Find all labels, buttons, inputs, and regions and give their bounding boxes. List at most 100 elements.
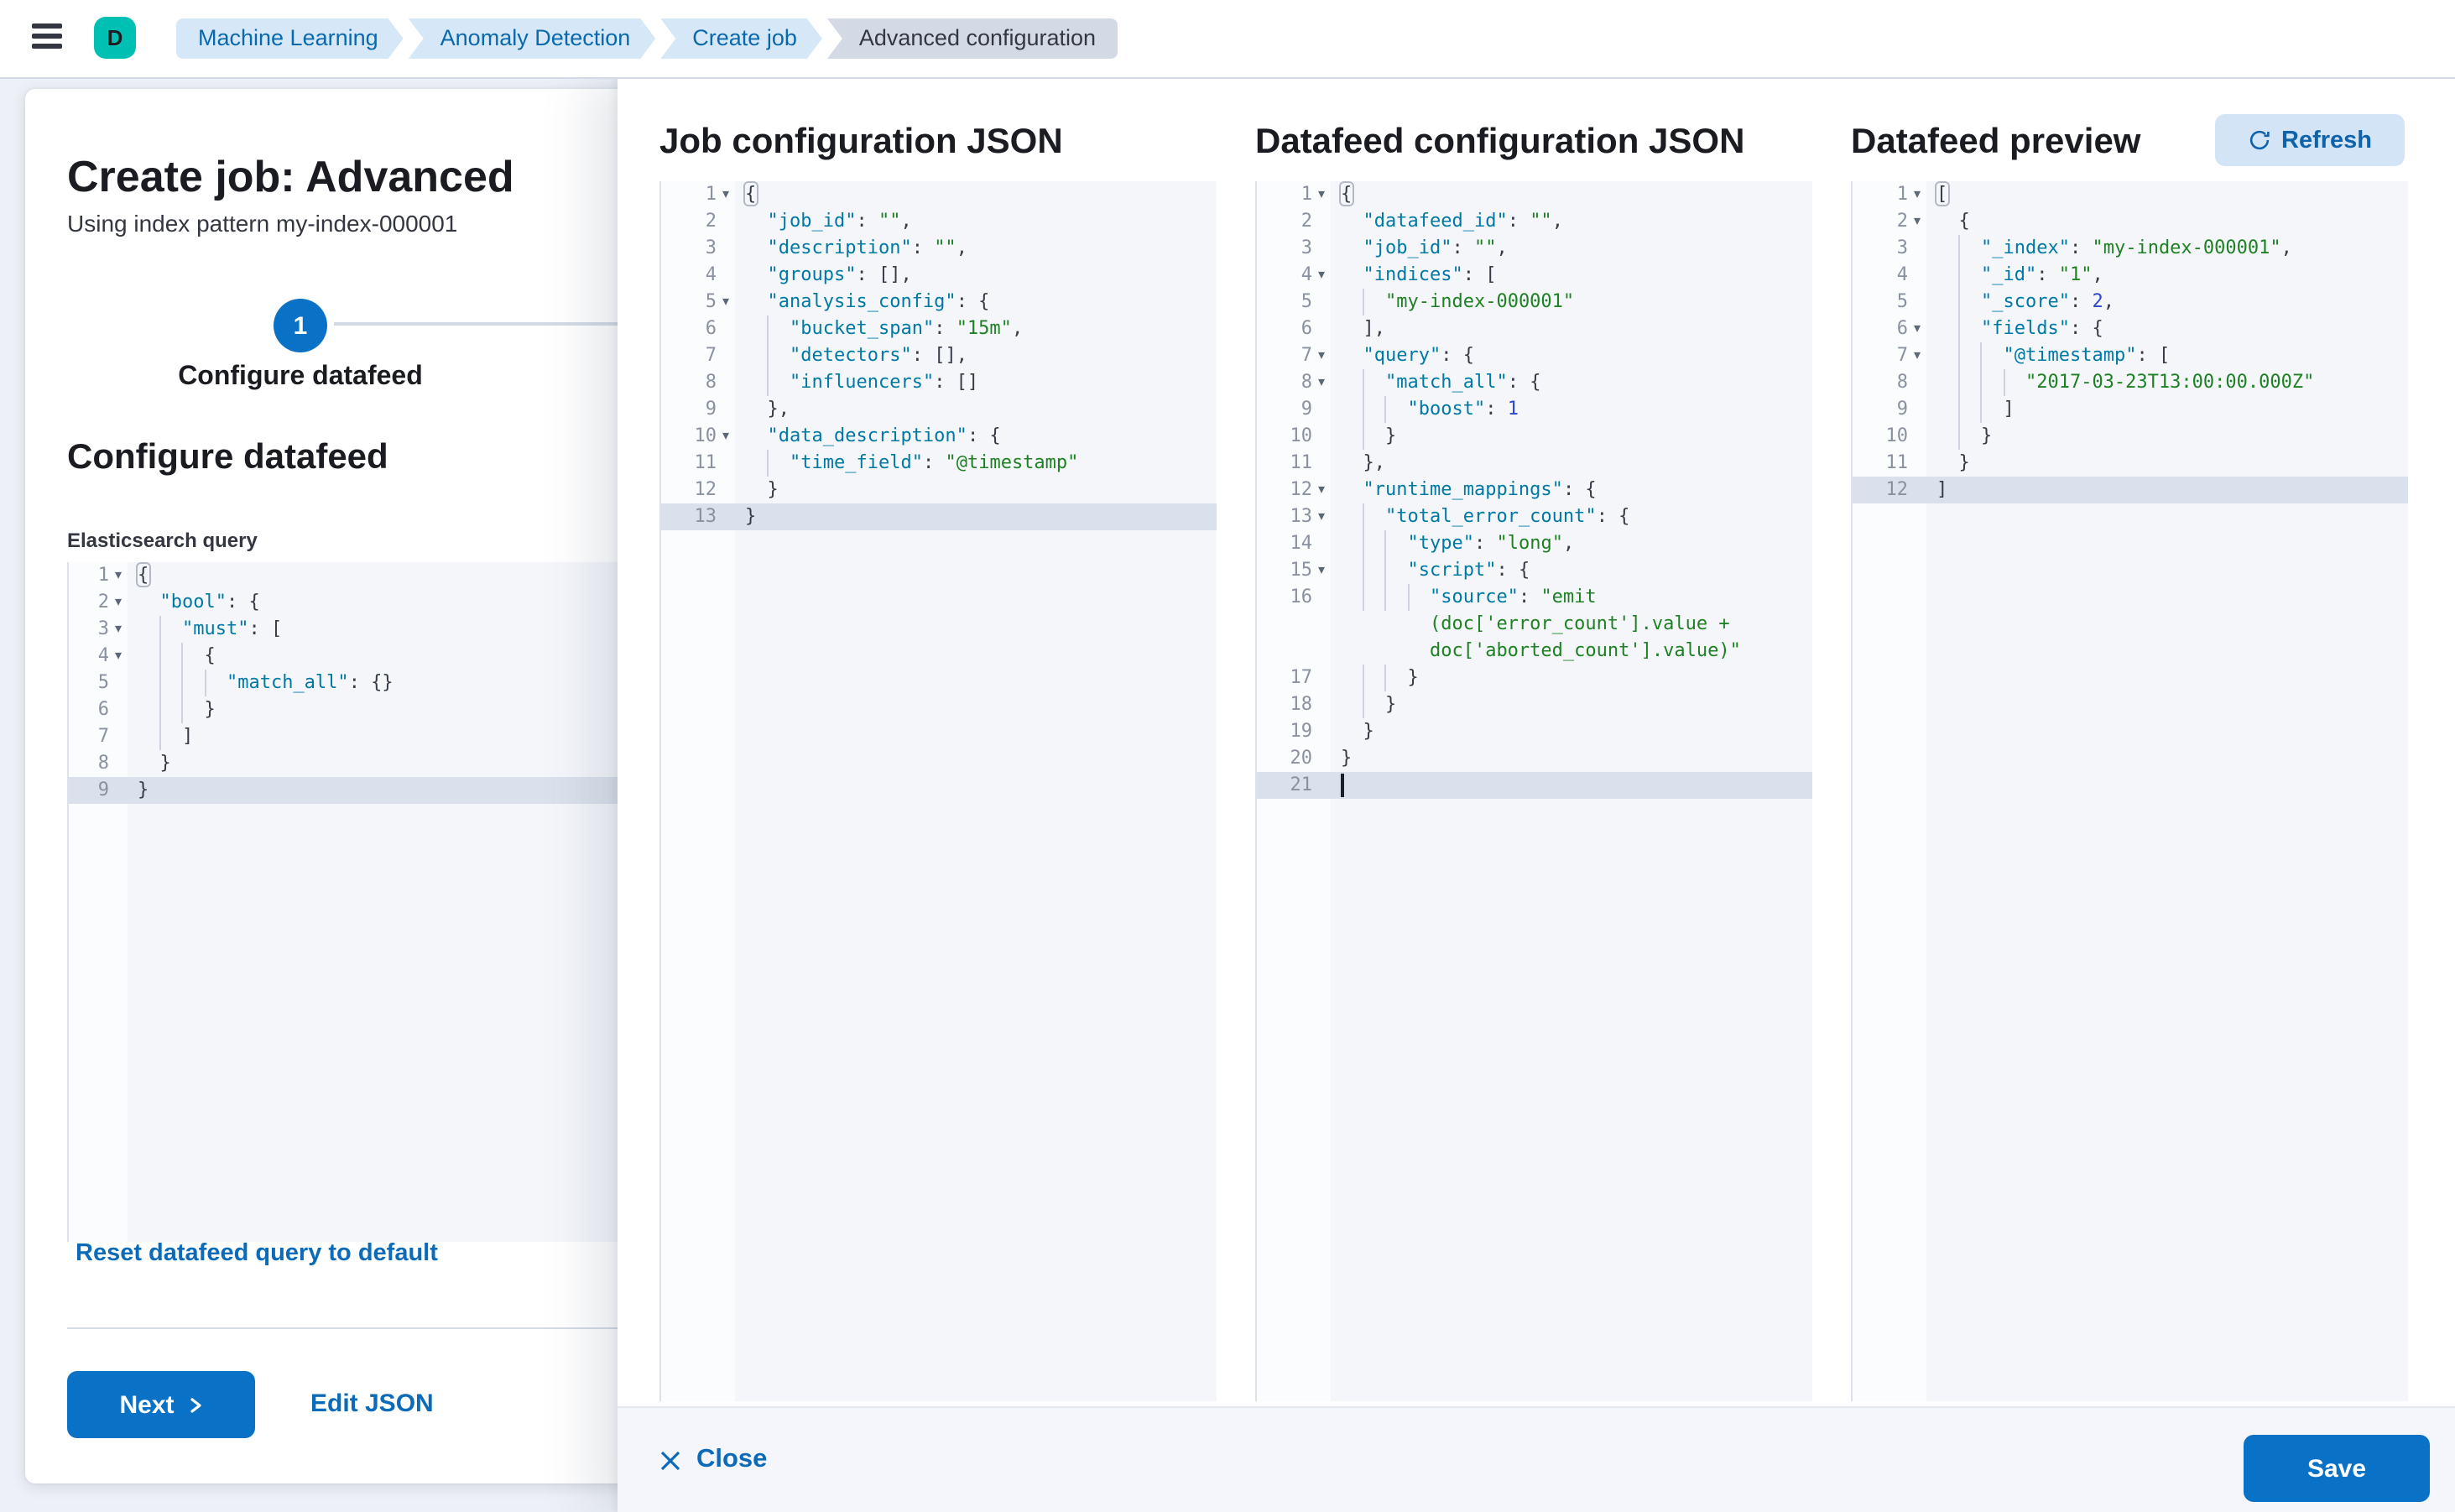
code-row: 3 "job_id": "", <box>1257 235 1812 262</box>
save-button-label: Save <box>2307 1454 2366 1483</box>
code-row: 2▾ { <box>1853 208 2408 235</box>
fold-toggle-icon[interactable]: ▾ <box>1312 557 1331 584</box>
code-row: 19 } <box>1257 718 1812 745</box>
code-row: 10 } <box>1257 423 1812 450</box>
code-row: 1▾{ <box>69 562 631 589</box>
fold-toggle-icon[interactable]: ▾ <box>1908 342 1926 369</box>
code-row: 2▾ "bool": { <box>69 589 631 616</box>
breadcrumb-item[interactable]: Machine Learning <box>176 18 404 59</box>
next-button[interactable]: Next <box>67 1371 255 1438</box>
step-1-indicator[interactable]: 1 <box>274 299 327 352</box>
reset-datafeed-query-link[interactable]: Reset datafeed query to default <box>76 1240 438 1267</box>
fold-toggle-icon[interactable]: ▾ <box>717 289 735 315</box>
fold-toggle-icon[interactable]: ▾ <box>109 589 128 616</box>
section-heading: Configure datafeed <box>67 438 388 478</box>
code-row: 6 } <box>69 696 631 723</box>
code-row: 3 "description": "", <box>661 235 1217 262</box>
code-row: 1▾[ <box>1853 181 2408 208</box>
breadcrumb-item[interactable]: Create job <box>660 18 822 59</box>
breadcrumb-item: Advanced configuration <box>827 18 1118 59</box>
next-button-label: Next <box>119 1390 174 1419</box>
code-row: 1▾{ <box>661 181 1217 208</box>
flyout-footer: Close Save <box>618 1406 2455 1512</box>
chevron-right-icon <box>188 1397 203 1412</box>
code-row: 3 "_index": "my-index-000001", <box>1853 235 2408 262</box>
close-button-label: Close <box>696 1445 767 1475</box>
code-row: 21 <box>1257 772 1812 799</box>
code-row: doc['aborted_count'].value)" <box>1257 638 1812 665</box>
code-row: 17 } <box>1257 665 1812 691</box>
text-cursor <box>1341 774 1344 797</box>
code-row: 18 } <box>1257 691 1812 718</box>
code-row: 1▾{ <box>1257 181 1812 208</box>
fold-toggle-icon[interactable]: ▾ <box>109 643 128 670</box>
job-config-heading: Job configuration JSON <box>659 123 1063 163</box>
code-row: 9 "boost": 1 <box>1257 396 1812 423</box>
fold-toggle-icon[interactable]: ▾ <box>1312 262 1331 289</box>
code-row: 8▾ "match_all": { <box>1257 369 1812 396</box>
hamburger-menu-icon[interactable] <box>32 23 62 49</box>
code-row: 4 "groups": [], <box>661 262 1217 289</box>
elasticsearch-query-label: Elasticsearch query <box>67 529 258 552</box>
refresh-button[interactable]: Refresh <box>2215 114 2405 166</box>
fold-toggle-icon[interactable]: ▾ <box>1312 477 1331 503</box>
datafeed-preview-editor[interactable]: 1▾[2▾ {3 "_index": "my-index-000001",4 "… <box>1851 181 2408 1401</box>
code-row: 8 "2017-03-23T13:00:00.000Z" <box>1853 369 2408 396</box>
fold-toggle-icon[interactable]: ▾ <box>717 181 735 208</box>
code-row: 12 } <box>661 477 1217 503</box>
page-title: Create job: Advanced <box>67 149 514 203</box>
code-row: (doc['error_count'].value + <box>1257 611 1812 638</box>
create-job-wizard-card: Create job: Advanced Using index pattern… <box>25 89 628 1483</box>
fold-toggle-icon[interactable]: ▾ <box>1312 181 1331 208</box>
refresh-icon <box>2248 129 2270 151</box>
code-row: 9} <box>69 777 631 804</box>
code-row: 7 "detectors": [], <box>661 342 1217 369</box>
code-row: 8 "influencers": [] <box>661 369 1217 396</box>
fold-toggle-icon[interactable]: ▾ <box>109 616 128 643</box>
code-row: 4 "_id": "1", <box>1853 262 2408 289</box>
code-row: 5▾ "analysis_config": { <box>661 289 1217 315</box>
code-row: 3▾ "must": [ <box>69 616 631 643</box>
code-row: 7 ] <box>69 723 631 750</box>
breadcrumb: Machine LearningAnomaly DetectionCreate … <box>176 18 1123 59</box>
space-avatar[interactable]: D <box>94 17 136 59</box>
code-row: 8 } <box>69 750 631 777</box>
code-row: 16 "source": "emit <box>1257 584 1812 611</box>
datafeed-config-editor[interactable]: 1▾{2 "datafeed_id": "",3 "job_id": "",4▾… <box>1255 181 1812 1401</box>
fold-toggle-icon[interactable]: ▾ <box>1908 181 1926 208</box>
code-row: 6 ], <box>1257 315 1812 342</box>
code-row: 5 "my-index-000001" <box>1257 289 1812 315</box>
step-1-label: Configure datafeed <box>126 362 475 393</box>
index-pattern-subtitle: Using index pattern my-index-000001 <box>67 210 457 237</box>
code-row: 4▾ "indices": [ <box>1257 262 1812 289</box>
code-row: 13} <box>661 503 1217 530</box>
code-row: 11 } <box>1853 450 2408 477</box>
code-row: 2 "job_id": "", <box>661 208 1217 235</box>
code-row: 11 }, <box>1257 450 1812 477</box>
code-row: 20} <box>1257 745 1812 772</box>
save-button[interactable]: Save <box>2244 1435 2430 1502</box>
fold-toggle-icon[interactable]: ▾ <box>1908 208 1926 235</box>
code-row: 2 "datafeed_id": "", <box>1257 208 1812 235</box>
fold-toggle-icon[interactable]: ▾ <box>109 562 128 589</box>
advanced-configuration-flyout: Job configuration JSON Datafeed configur… <box>618 77 2455 1512</box>
refresh-button-label: Refresh <box>2281 127 2372 154</box>
top-navigation-bar: D Machine LearningAnomaly DetectionCreat… <box>0 0 2455 79</box>
job-config-editor[interactable]: 1▾{2 "job_id": "",3 "description": "",4 … <box>659 181 1217 1401</box>
close-icon <box>659 1449 681 1471</box>
code-row: 11 "time_field": "@timestamp" <box>661 450 1217 477</box>
close-button[interactable]: Close <box>659 1436 767 1483</box>
code-row: 14 "type": "long", <box>1257 530 1812 557</box>
code-row: 6 "bucket_span": "15m", <box>661 315 1217 342</box>
fold-toggle-icon[interactable]: ▾ <box>1312 369 1331 396</box>
elasticsearch-query-editor[interactable]: 1▾{2▾ "bool": {3▾ "must": [4▾ {5 "match_… <box>67 562 631 1242</box>
fold-toggle-icon[interactable]: ▾ <box>1312 342 1331 369</box>
code-row: 6▾ "fields": { <box>1853 315 2408 342</box>
breadcrumb-item[interactable]: Anomaly Detection <box>409 18 656 59</box>
fold-toggle-icon[interactable]: ▾ <box>1908 315 1926 342</box>
fold-toggle-icon[interactable]: ▾ <box>717 423 735 450</box>
code-row: 12] <box>1853 477 2408 503</box>
fold-toggle-icon[interactable]: ▾ <box>1312 503 1331 530</box>
edit-json-link[interactable]: Edit JSON <box>310 1389 434 1420</box>
code-row: 4▾ { <box>69 643 631 670</box>
